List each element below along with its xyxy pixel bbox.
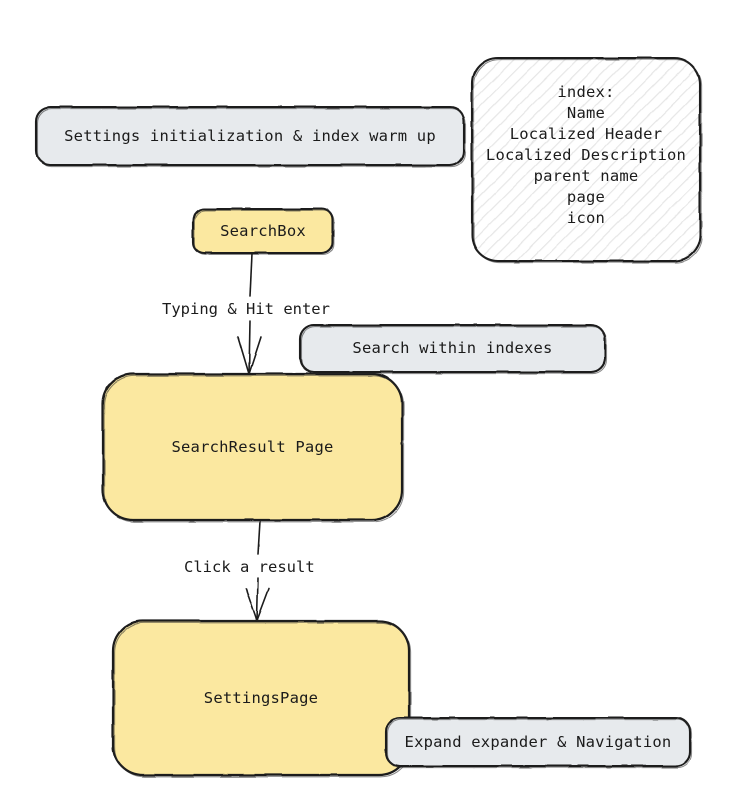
node-index-spec[interactable]: index: Name Localized Header Localized D… xyxy=(472,58,700,261)
node-label: index: Name Localized Header Localized D… xyxy=(485,83,687,227)
node-search-result-page[interactable]: SearchResult Page xyxy=(103,374,402,520)
edge-arrowhead-click xyxy=(245,588,270,622)
node-label: SettingsPage xyxy=(203,688,319,707)
node-label: Settings initialization & index warm up xyxy=(64,126,436,145)
node-label: SearchResult Page xyxy=(171,437,334,456)
edge-line-click-lower xyxy=(256,577,259,622)
edge-arrowhead-typing xyxy=(237,336,262,375)
edge-label-click-a-result: Click a result xyxy=(182,558,317,576)
node-expand-expander-navigation[interactable]: Expand expander & Navigation xyxy=(386,718,690,766)
node-search-within-indexes[interactable]: Search within indexes xyxy=(300,325,605,372)
node-settings-initialization[interactable]: Settings initialization & index warm up xyxy=(36,107,464,165)
edge-line-typing-lower xyxy=(248,320,251,375)
node-label: SearchBox xyxy=(220,221,306,240)
node-search-box[interactable]: SearchBox xyxy=(193,209,333,253)
node-label: Expand expander & Navigation xyxy=(404,732,672,751)
node-label: Search within indexes xyxy=(352,339,553,358)
edge-line-typing-upper xyxy=(249,253,253,297)
edge-line-click-upper xyxy=(257,520,261,555)
node-settings-page[interactable]: SettingsPage xyxy=(113,621,409,775)
edge-label-typing-hit-enter: Typing & Hit enter xyxy=(160,300,332,318)
